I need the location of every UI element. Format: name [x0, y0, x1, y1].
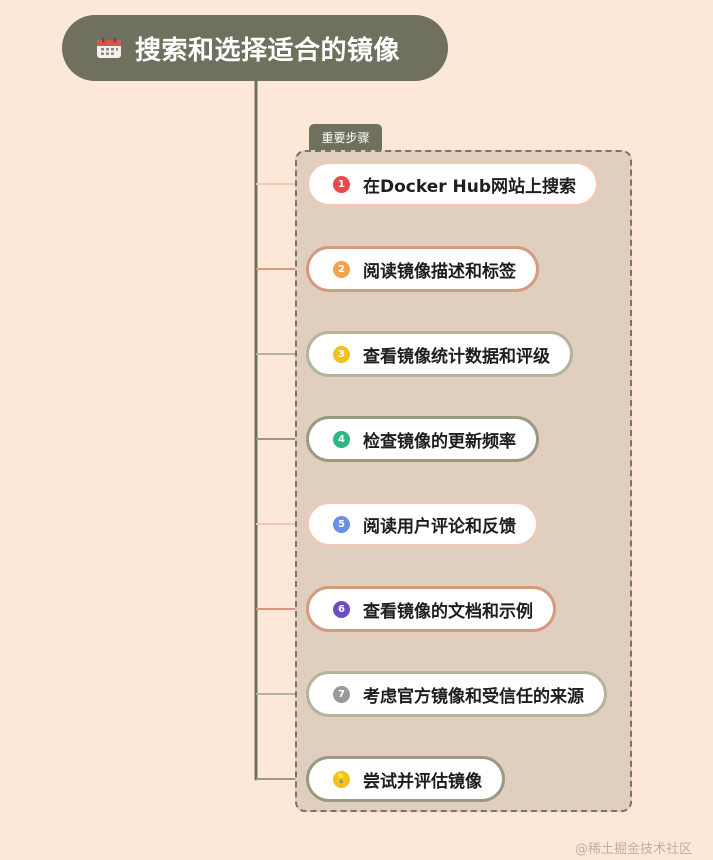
step-node-6[interactable]: 6 查看镜像的文档和示例 — [306, 586, 556, 632]
step-number-badge: 7 — [333, 685, 350, 703]
root-topic[interactable]: 搜索和选择适合的镜像 — [62, 15, 448, 81]
step-number-badge: 4 — [333, 430, 350, 448]
step-label: 检查镜像的更新频率 — [363, 431, 516, 452]
step-node-4[interactable]: 4 检查镜像的更新频率 — [306, 416, 539, 462]
group-label[interactable]: 重要步骤 — [309, 124, 382, 150]
step-label: 尝试并评估镜像 — [363, 771, 482, 792]
step-label: 阅读用户评论和反馈 — [363, 516, 516, 537]
step-label: 阅读镜像描述和标签 — [363, 261, 516, 282]
step-node-8[interactable]: 💡 尝试并评估镜像 — [306, 756, 505, 802]
step-number-badge: 6 — [333, 600, 350, 618]
step-number-badge: 5 — [333, 515, 350, 533]
step-number-badge: 2 — [333, 260, 350, 278]
step-label: 考虑官方镜像和受信任的来源 — [363, 686, 584, 707]
step-node-1[interactable]: 1 在Docker Hub网站上搜索 — [306, 161, 600, 207]
root-title: 搜索和选择适合的镜像 — [135, 35, 401, 66]
step-number-badge: 1 — [333, 175, 350, 193]
step-label: 查看镜像统计数据和评级 — [363, 346, 550, 367]
lightbulb-icon: 💡 — [333, 770, 350, 788]
step-node-2[interactable]: 2 阅读镜像描述和标签 — [306, 246, 539, 292]
step-node-3[interactable]: 3 查看镜像统计数据和评级 — [306, 331, 573, 377]
step-node-7[interactable]: 7 考虑官方镜像和受信任的来源 — [306, 671, 607, 717]
step-node-5[interactable]: 5 阅读用户评论和反馈 — [306, 501, 539, 547]
step-label: 查看镜像的文档和示例 — [363, 601, 533, 622]
step-number-badge: 3 — [333, 345, 350, 363]
watermark: @稀土掘金技术社区 — [575, 842, 693, 857]
step-label: 在Docker Hub网站上搜索 — [363, 176, 577, 197]
calendar-icon — [97, 37, 121, 58]
